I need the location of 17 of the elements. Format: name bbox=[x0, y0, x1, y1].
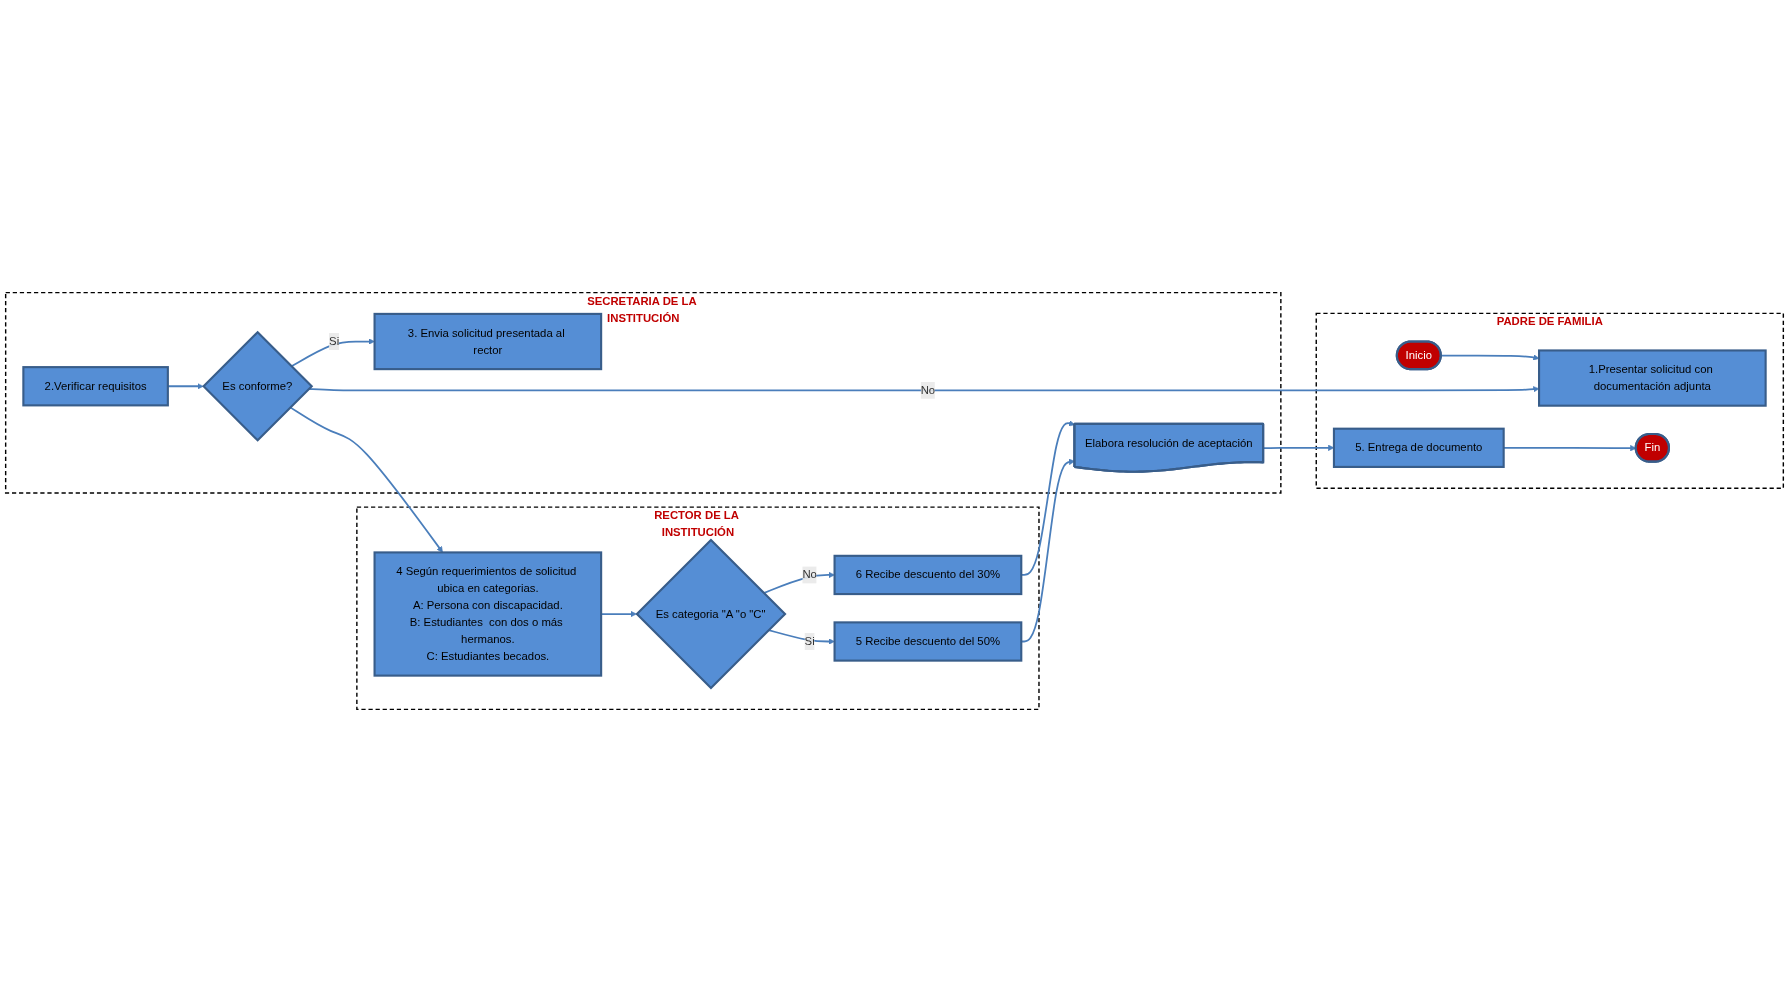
arrow bbox=[767, 629, 835, 645]
node-box: 3. Envia solicitud presentada al rector bbox=[373, 312, 603, 371]
arrow bbox=[290, 338, 375, 368]
node-diamond: Es categoria "A "o "C" bbox=[635, 538, 787, 690]
node-diamond: Es conforme? bbox=[202, 330, 314, 442]
arrow bbox=[289, 406, 443, 553]
node-box: 6 Recibe descuento del 30% bbox=[833, 554, 1023, 596]
edge-label: No bbox=[802, 568, 817, 581]
edge-label: Si bbox=[804, 635, 815, 648]
node-box: 5. Entrega de documento bbox=[1332, 427, 1505, 468]
node-box: 2.Verificar requisitos bbox=[22, 366, 169, 407]
node-box: 5 Recibe descuento del 50% bbox=[833, 621, 1023, 662]
node-box: 1.Presentar solicitud con documentación adjunta bbox=[1538, 349, 1767, 407]
node-box: 4 Según requerimientos de solicitud ubica en categorias. A: Persona con discapacidad. B: Estudiantes con dos o más hermanos. C: Estudiantes becados. bbox=[373, 551, 603, 677]
edge-label: No bbox=[920, 384, 936, 397]
arrow bbox=[1440, 354, 1540, 361]
edge-label: Si bbox=[329, 335, 340, 348]
